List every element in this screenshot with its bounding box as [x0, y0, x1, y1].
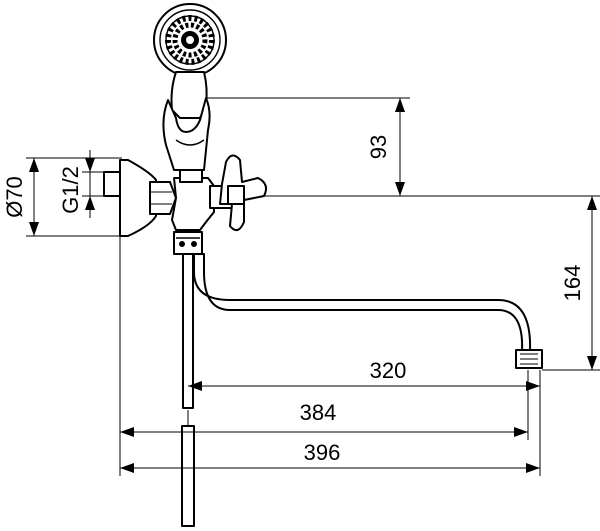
dimension-width-396: 396 — [120, 440, 540, 473]
mixer-body — [149, 169, 233, 231]
dimension-diameter-70: Ø70 — [2, 158, 39, 236]
wall-flange — [103, 159, 157, 237]
swivel-spout — [193, 253, 543, 369]
label-396: 396 — [304, 440, 341, 465]
label-d70: Ø70 — [2, 176, 27, 218]
shower-head — [153, 3, 227, 119]
dimension-thread-g12: G1/2 — [58, 150, 95, 218]
label-164: 164 — [560, 265, 585, 302]
shower-nozzle-ring — [165, 15, 215, 65]
label-384: 384 — [300, 400, 337, 425]
extension-lines — [26, 97, 600, 476]
dimension-height-93: 93 — [366, 98, 405, 196]
label-93: 93 — [366, 135, 391, 159]
label-g12: G1/2 — [58, 166, 83, 214]
dimension-width-384: 384 — [120, 400, 528, 437]
cross-handle — [219, 154, 267, 232]
spout-base — [173, 231, 203, 255]
dimension-height-164: 164 — [560, 196, 597, 370]
label-320: 320 — [370, 358, 407, 383]
diverter-rod — [181, 253, 195, 527]
dimension-width-320: 320 — [188, 358, 540, 391]
